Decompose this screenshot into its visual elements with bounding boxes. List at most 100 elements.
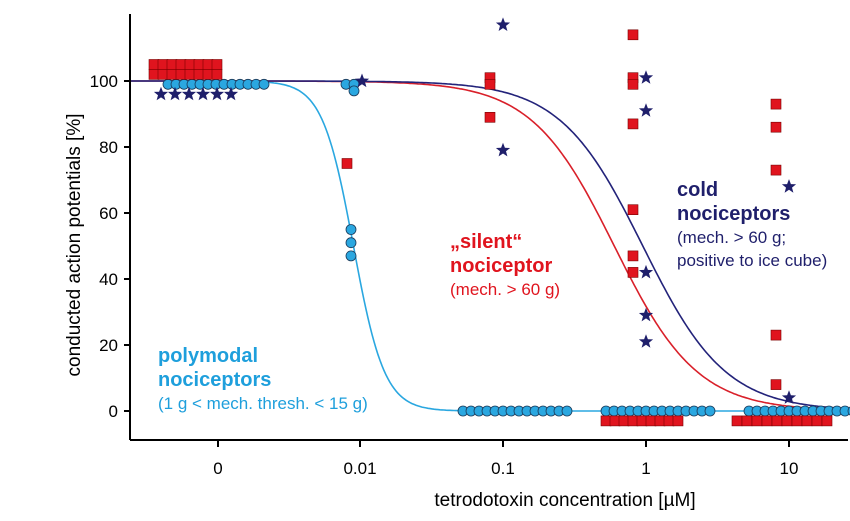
y-tick-label: 100 [90,72,118,91]
silent-point [166,59,178,70]
x-tick-label: 0 [213,459,222,478]
cold-point [495,142,511,157]
silent-point [663,415,675,427]
silent-point [770,164,782,176]
silent-point [801,415,813,427]
cold-point [209,86,225,101]
silent-point [770,329,782,341]
silent-point [618,415,630,427]
cold-point [638,70,654,84]
polymodal-point [345,237,357,249]
silent-point [654,415,666,427]
cold-point [638,307,654,322]
silent-point [600,415,612,427]
silent-annotation-subtitle: (mech. > 60 g) [450,280,560,299]
y-axis-title: conducted action potentials [%] [64,113,85,376]
silent-point [627,118,639,130]
data-points [148,17,850,427]
silent-point [184,69,196,80]
silent-point [193,59,205,70]
polymodal-annotation-subtitle: (1 g < mech. thresh. < 15 g) [158,394,368,413]
x-tick-label: 0.01 [343,459,376,478]
silent-point [157,69,169,80]
silent-point [636,415,648,427]
silent-point [202,69,214,80]
silent-point [148,59,160,70]
cold-point [638,334,654,348]
silent-point [211,69,223,80]
cold-point [638,264,654,279]
cold-annotation-subtitle: positive to ice cube) [677,251,827,270]
cold-point [181,86,197,101]
silent-point [770,121,782,133]
silent-point [341,158,353,169]
cold-point [223,86,239,101]
silent-point [791,415,803,427]
x-tick-label: 1 [641,459,650,478]
silent-point [184,59,196,70]
silent-point [484,112,496,123]
silent-point [741,415,753,427]
cold-annotation-subtitle: (mech. > 60 g; [677,228,786,247]
silent-point [761,415,773,427]
silent-point [627,415,639,427]
silent-point [627,250,639,262]
cold-point [354,73,370,88]
silent-point [627,204,639,215]
silent-point [202,59,214,70]
silent-annotation-title: nociceptor [450,255,552,277]
silent-point [166,69,178,80]
silent-point [771,415,783,427]
y-ticks: 0 20 40 60 80 100 [90,72,130,421]
silent-point [175,69,187,80]
cold-annotation-title: cold [677,179,718,201]
silent-point [627,29,639,41]
polymodal-point [704,405,716,417]
polymodal-point [345,224,357,235]
cold-annotation-title: nociceptors [677,203,790,225]
silent-point [731,415,743,427]
y-tick-label: 80 [99,138,118,157]
polymodal-point [348,85,360,97]
cold-point [167,86,183,101]
silent-point [148,69,160,80]
silent-point [811,415,823,427]
silent-point [157,59,169,70]
silent-point [627,267,639,278]
silent-point [211,59,223,70]
polymodal-annotation-title: nociceptors [158,369,271,391]
y-tick-label: 0 [109,402,118,421]
silent-point [821,415,833,427]
x-axis-title: tetrodotoxin concentration [µM] [434,490,695,511]
silent-point [609,415,621,427]
y-tick-label: 20 [99,336,118,355]
silent-point [193,69,205,80]
x-tick-label: 0.1 [491,459,515,478]
axes [129,14,848,441]
silent-point [781,415,793,427]
polymodal-point [258,78,270,90]
silent-point [672,415,684,427]
y-tick-label: 60 [99,204,118,223]
polymodal-annotation-title: polymodal [158,345,258,367]
polymodal-point [345,250,357,262]
y-tick-label: 40 [99,270,118,289]
silent-point [645,415,657,427]
silent-point [484,79,496,90]
polymodal-point [839,405,850,417]
polymodal-point [561,405,573,417]
cold-point [781,390,797,404]
silent-point [751,415,763,427]
silent-point [770,379,782,390]
cold-point [781,179,797,193]
cold-point [195,86,211,101]
silent-point [627,79,639,90]
silent-annotation-title: „silent“ [450,231,522,253]
cold-point [638,103,654,117]
silent-point [770,98,782,110]
cold-point [495,17,511,31]
silent-point [175,59,187,70]
